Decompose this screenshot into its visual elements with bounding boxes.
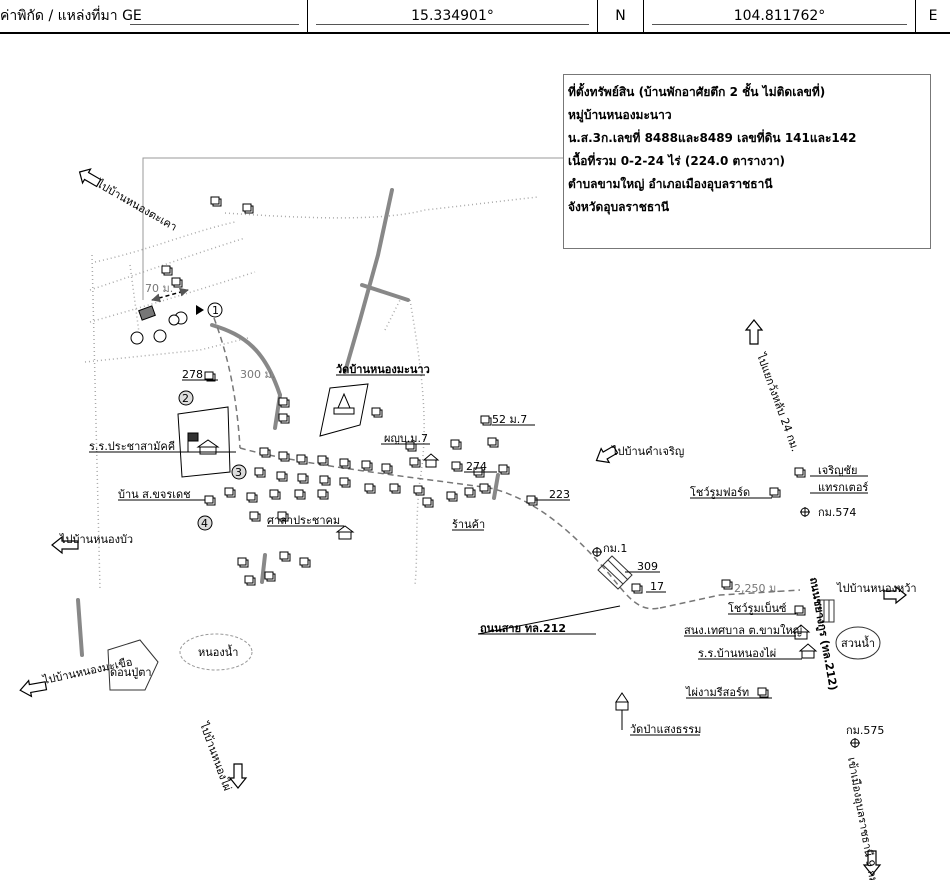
property-info-line-2: หมู่บ้านหนองมะนาว — [568, 108, 672, 122]
km-markers — [592, 507, 860, 748]
label-resort: ไผ่งามรีสอร์ท — [685, 686, 749, 699]
lat-hemisphere: N — [615, 8, 626, 24]
property-info-line-1: ที่ตั้งทรัพย์สิน (บ้านพักอาศัยตึก 2 ชั้น… — [568, 85, 826, 99]
wat-nong-manao-compound — [319, 383, 369, 437]
property-info-box: ที่ตั้งทรัพย์สิน (บ้านพักอาศัยตึก 2 ชั้น… — [563, 74, 931, 249]
label-headman-house: ผญบ.ม.7 — [384, 432, 428, 445]
property-info-line-6: จังหวัดอุบลราชธานี — [568, 200, 670, 214]
label-52-m7: 52 ม.7 — [492, 413, 527, 426]
local-roads — [76, 188, 500, 657]
marker-3: 3 — [235, 466, 242, 479]
label-km574: กม.574 — [818, 506, 856, 519]
leader-line — [142, 157, 563, 300]
label-to-nong-phai: ไปบ้านหนองไผ่ — [197, 720, 234, 793]
marker-4: 4 — [201, 517, 208, 530]
coord-source-cell: ค่าพิกัด / แหล่งที่มา GE — [0, 0, 308, 32]
coord-source-label: ค่าพิกัด / แหล่งที่มา GE — [0, 8, 142, 24]
label-pond: หนองน้ำ — [198, 644, 238, 659]
numbered-markers: 1 2 3 4 — [130, 302, 247, 531]
label-tractor: แทรกเตอร์ — [818, 481, 868, 494]
label-wat-pa-saeng-tham: วัดป่าแสงธรรม — [630, 723, 701, 736]
field-boundaries — [84, 196, 539, 591]
distance-2250m: 2,250 ม. — [734, 582, 780, 595]
label-sala: ศาลาประชาคม — [267, 514, 340, 527]
label-km575: กม.575 — [846, 724, 884, 737]
label-to-nong-bua: ไปบ้านหนองบัว — [59, 533, 133, 546]
label-km1: กม.1 — [603, 542, 627, 555]
label-highway-212: ถนนสาย ทล.212 — [480, 622, 566, 635]
school-prachasamakkhi-compound — [177, 406, 231, 478]
landmarks-ellipses — [107, 626, 881, 691]
crosswalk-km1 — [597, 555, 633, 590]
label-showroom-ford: โชว์รูมฟอร์ด — [690, 485, 750, 499]
property-info-line-5: ตำบลขามใหญ่ อำเภอเมืองอุบลราชธานี — [568, 177, 773, 191]
latitude-value: 15.334901° — [411, 8, 494, 24]
label-to-kham-charoen: ไปบ้านคำเจริญ — [611, 445, 684, 458]
longitude-cell: 104.811762° — [644, 0, 916, 32]
label-school-nong-phai: ร.ร.บ้านหนองไผ่ — [698, 647, 776, 660]
marker-2: 2 — [182, 392, 189, 405]
route-dashed — [213, 317, 801, 610]
label-shop: ร้านค้า — [452, 518, 485, 531]
label-278: 278 — [182, 368, 203, 381]
coordinate-header: ค่าพิกัด / แหล่งที่มา GE 15.334901° N 10… — [0, 0, 950, 34]
label-ban-sor-khachonlet: บ้าน ส.ขจรเดช — [118, 488, 191, 501]
latitude-cell: 15.334901° — [308, 0, 598, 32]
lon-hemisphere: E — [928, 8, 938, 24]
subject-property — [138, 287, 189, 321]
property-info-line-4: เนื้อที่รวม 0-2-24 ไร่ (224.0 ตารางวา) — [568, 154, 786, 168]
label-underlines — [89, 374, 868, 736]
label-wat-nong-manao: วัดบ้านหนองมะนาว — [336, 363, 430, 376]
lon-hemisphere-cell: E — [916, 0, 950, 32]
label-don-pu-ta: ดอนปู่ตา — [110, 666, 152, 679]
label-223: 223 — [549, 488, 570, 501]
label-17: 17 — [650, 580, 664, 593]
label-charoen-chai: เจริญชัย — [818, 464, 857, 477]
direction-arrows — [19, 168, 907, 876]
distance-70m: 70 ม. — [145, 282, 173, 295]
label-showroom-benz: โชว์รูมเบ็นซ์ — [728, 601, 787, 615]
marker-1: 1 — [212, 304, 219, 317]
label-274: 274 — [466, 460, 487, 473]
distance-300m: 300 ม. — [240, 368, 275, 381]
label-municipal-office: สนง.เทศบาล ต.ขามใหญ่ — [684, 624, 802, 637]
location-map: 70 ม. 1 2 3 4 — [19, 157, 917, 880]
label-to-city: เข้าเมืองอุบลราชธานี 9 กม. — [845, 756, 881, 880]
property-info-line-3: น.ส.3ก.เลขที่ 8488และ8489 เลขที่ดิน 141แ… — [568, 131, 857, 145]
longitude-value: 104.811762° — [733, 8, 826, 24]
label-school-prachasamakkhi: ร.ร.ประชาสามัคคี — [89, 440, 175, 453]
label-to-junction-24: ไปแยกวังหลับ 24 กม. — [754, 351, 802, 454]
label-to-nong-tao-hao: ไปบ้านหนองตะเคา — [94, 177, 180, 234]
buildings — [335, 453, 818, 730]
lat-hemisphere-cell: N — [598, 0, 644, 32]
label-to-nong-hua: ไปบ้านหนองหว้า — [836, 582, 917, 595]
label-garden: สวนน้ำ — [841, 635, 875, 650]
label-309: 309 — [637, 560, 658, 573]
